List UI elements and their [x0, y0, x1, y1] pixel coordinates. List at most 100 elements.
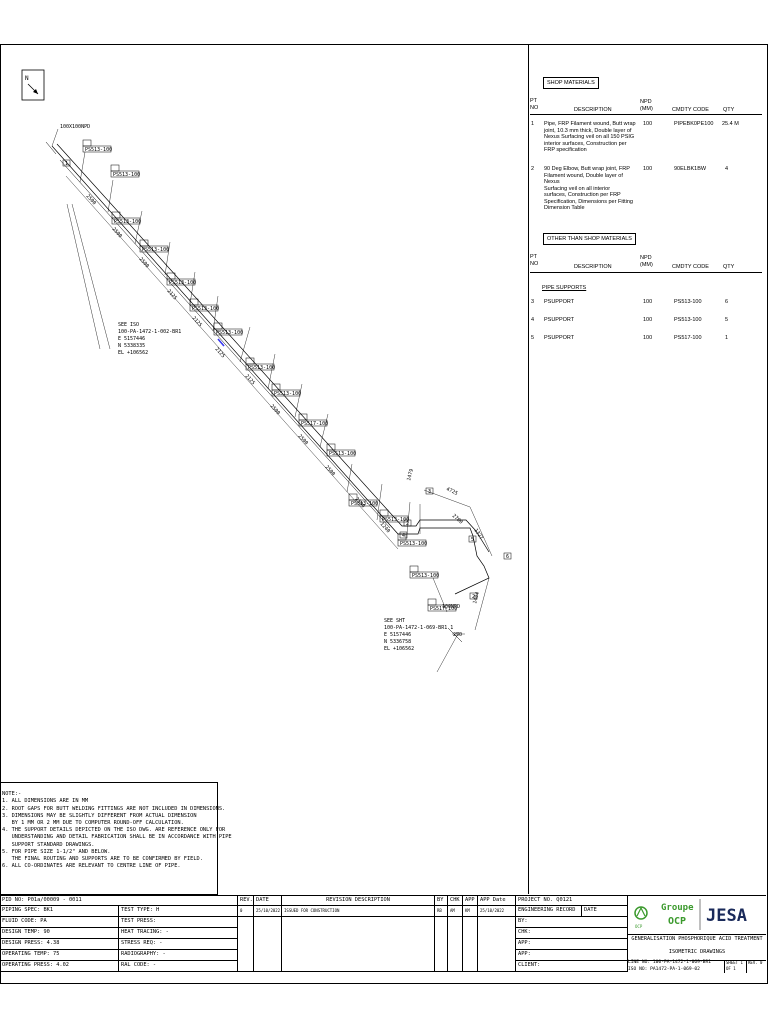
- svg-text:EL +106562: EL +106562: [118, 350, 148, 356]
- svg-text:E 5157446: E 5157446: [118, 336, 145, 342]
- shop-col-qty: QTY: [723, 107, 735, 113]
- app-field-1: APP:: [516, 939, 628, 950]
- revision-number: REV. 0: [746, 960, 766, 973]
- app-col-empty: [463, 917, 478, 972]
- title-block: PID NO: P01a/00009 - 0011 PIPING SPEC: B…: [0, 895, 766, 983]
- rev-header: REV.: [238, 896, 254, 906]
- date-col-empty: [254, 917, 282, 972]
- operating-press: OPERATING PRESS: 4.02: [0, 961, 119, 972]
- support-tag: PS513-100: [412, 573, 439, 579]
- ocp-logo-icon: OCP Groupe OCP JESA: [634, 899, 747, 930]
- chk-col-empty: [448, 917, 463, 972]
- svg-text:2500: 2500: [324, 464, 337, 477]
- shop-row-pt: 1: [531, 121, 535, 127]
- desc-col-empty: [282, 917, 435, 972]
- svg-text:1327: 1327: [472, 528, 484, 541]
- app-date-header: APP Date: [478, 896, 516, 906]
- rev-description: ISSUED FOR CONSTRUCTION: [282, 906, 435, 917]
- shop-row-qty: 25.4 M: [722, 121, 739, 127]
- shop-row-pt: 2: [531, 166, 535, 172]
- app-field-2: APP:: [516, 950, 628, 961]
- groupe-label: Groupe: [661, 903, 694, 913]
- svg-text:E 5157446: E 5157446: [384, 632, 411, 638]
- svg-text:5: 5: [471, 537, 474, 543]
- by-header: BY: [435, 896, 448, 906]
- pipe-size-top-label: 100X100NPD: [60, 124, 90, 130]
- shop-col-pt: PT NO: [530, 98, 539, 111]
- support-tag: PS513-100: [351, 501, 378, 507]
- svg-text:2500: 2500: [269, 403, 282, 416]
- rev-app-date: 25/10/2022: [478, 906, 516, 917]
- sheet-number: SHEET 1 OF 1: [724, 960, 746, 973]
- support-tag: PS513-100: [248, 365, 275, 371]
- support-tag: PS517-100: [301, 421, 328, 427]
- north-label: N: [25, 75, 29, 82]
- svg-text:2: 2: [406, 521, 409, 527]
- rev-by: RB: [435, 906, 448, 917]
- svg-text:N 5338335: N 5338335: [118, 343, 145, 349]
- shop-col-cmdty: CMDTY CODE: [672, 107, 709, 113]
- svg-text:N 5336758: N 5336758: [384, 639, 411, 645]
- other-col-pt: PT NO: [530, 254, 539, 267]
- radiography: RADIOGRAPHY: -: [119, 950, 238, 961]
- shop-row-qty: 4: [725, 166, 729, 172]
- support-tags: PS513-100 PS513-100 PS513-100 PS513-100 …: [82, 139, 457, 612]
- line-number: LINE NO: 100-PA-1472-1-069-BR1: [628, 960, 711, 965]
- shop-col-npd: NPD (MM): [640, 99, 653, 112]
- revision-description-header: REVISION DESCRIPTION: [282, 896, 435, 906]
- support-tag: PS513-100: [400, 541, 427, 547]
- engineering-date: DATE: [582, 906, 628, 917]
- support-tag: PS513-100: [85, 147, 112, 153]
- project-no: PROJECT NO. Q0121: [516, 896, 628, 906]
- other-col-npd: NPD (MM): [640, 255, 653, 268]
- svg-text:6: 6: [506, 554, 509, 560]
- heat-tracing: HEAT TRACING: -: [119, 928, 238, 939]
- rev-date: 25/10/2022: [254, 906, 282, 917]
- support-tag: PS513-100: [114, 219, 141, 225]
- support-tag: PS517-100: [430, 606, 457, 612]
- north-arrow-icon: N: [21, 69, 45, 101]
- shop-row-code: 90ELBK1BW: [674, 166, 707, 172]
- cut-markers: 1 2 3 4 5 6 2: [62, 159, 512, 600]
- svg-text:SEE ISO: SEE ISO: [118, 322, 139, 328]
- support-tag: PS513-100: [169, 280, 196, 286]
- svg-text:EL +106562: EL +106562: [384, 646, 414, 652]
- stress-req: STRESS REQ: -: [119, 939, 238, 950]
- rev-col-empty: [238, 917, 254, 972]
- svg-text:100-PA-1472-1-002-BR1: 100-PA-1472-1-002-BR1: [118, 329, 181, 335]
- design-press: DESIGN PRESS: 4.38: [0, 939, 119, 950]
- isometric-drawing: N 100X100NPD: [21, 69, 512, 673]
- see-sheet-bottom: SEE SHT 100-PA-1472-1-069-BR1 1 E 515744…: [384, 618, 453, 652]
- svg-text:2125: 2125: [214, 346, 227, 359]
- by-field: BY:: [516, 917, 628, 928]
- svg-text:2500: 2500: [85, 193, 98, 206]
- svg-text:SEE SHT: SEE SHT: [384, 618, 405, 624]
- drawing-title-2: ISOMETRIC DRAWINGS: [628, 945, 766, 961]
- operating-temp: OPERATING TEMP: 75: [0, 950, 119, 961]
- support-tag: PS513-100: [329, 451, 356, 457]
- other-col-cmdty: CMDTY CODE: [672, 264, 709, 270]
- rev-chk: AM: [448, 906, 463, 917]
- support-tag: PS513-100: [382, 517, 409, 523]
- client-field: CLIENT:: [516, 961, 628, 972]
- svg-text:100-PA-1472-1-069-BR1 1: 100-PA-1472-1-069-BR1 1: [384, 625, 453, 631]
- test-press: TEST PRESS:: [119, 917, 238, 928]
- svg-text:250: 250: [453, 632, 462, 638]
- other-divider: [530, 272, 762, 273]
- by-col-empty: [435, 917, 448, 972]
- other-col-desc: DESCRIPTION: [574, 264, 612, 270]
- rev-app: KM: [463, 906, 478, 917]
- svg-text:1: 1: [65, 161, 68, 167]
- rev-value: 0: [238, 906, 254, 917]
- svg-text:2700: 2700: [451, 513, 464, 526]
- support-tag: PS513-100: [274, 391, 301, 397]
- support-tag: PS513-100: [142, 247, 169, 253]
- svg-text:1404: 1404: [472, 591, 481, 604]
- see-iso-top: SEE ISO 100-PA-1472-1-002-BR1 E 5157446 …: [118, 322, 181, 356]
- chk-field: CHK:: [516, 928, 628, 939]
- piping-spec: PIPING SPEC: BK1: [0, 906, 119, 917]
- test-type: TEST TYPE: H: [119, 906, 238, 917]
